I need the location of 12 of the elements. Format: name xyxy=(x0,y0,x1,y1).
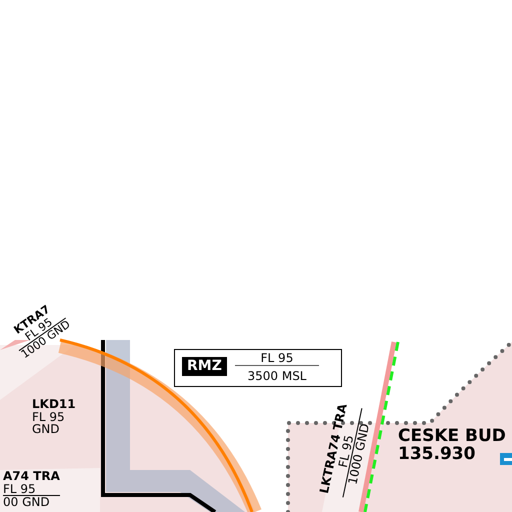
airspace-name: CESKE BUD xyxy=(398,428,506,446)
airspace-name: LKD11 xyxy=(32,398,76,411)
upper-limit: FL 95 xyxy=(32,410,66,424)
frequency-label: 135.930 xyxy=(398,446,476,464)
rmz-badge: RMZ xyxy=(182,357,227,376)
lower-limit: 3500 MSL xyxy=(246,370,308,383)
airspace-label-box xyxy=(174,349,342,387)
lower-limit: GND xyxy=(32,423,61,436)
lower-limit: 00 GND xyxy=(3,496,51,509)
upper-limit: FL 95 xyxy=(3,482,60,496)
upper-limit: FL 95 xyxy=(235,352,319,366)
airspace-name: A74 TRA xyxy=(3,470,60,483)
